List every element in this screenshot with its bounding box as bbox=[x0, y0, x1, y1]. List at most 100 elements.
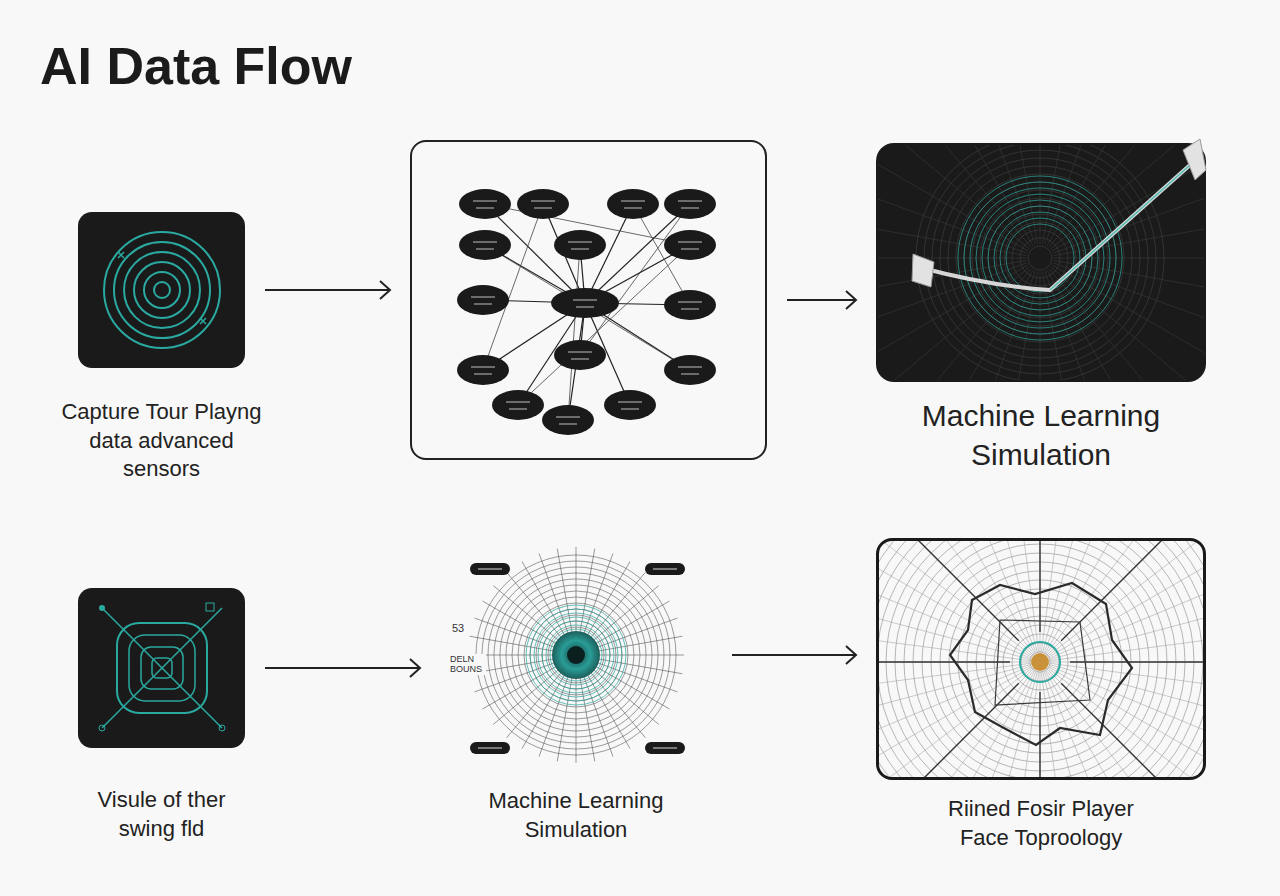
grid-spoke bbox=[1061, 683, 1203, 777]
graph-node-mark bbox=[573, 300, 597, 307]
grid-spoke bbox=[585, 618, 677, 652]
graph-node bbox=[664, 290, 716, 320]
core-center bbox=[567, 646, 585, 664]
grid-ring bbox=[970, 188, 1110, 328]
grid-spoke bbox=[1040, 541, 1041, 652]
graph-node-mark bbox=[506, 402, 530, 409]
grid-ring bbox=[940, 158, 1140, 358]
graph-node-mark bbox=[556, 417, 580, 424]
graph-node bbox=[554, 340, 606, 370]
grid-spoke bbox=[1049, 666, 1203, 754]
graph-node-mark bbox=[531, 201, 555, 208]
sensor-icon bbox=[104, 232, 220, 348]
grid-ring bbox=[530, 609, 622, 701]
grid-ring bbox=[124, 252, 200, 328]
graph-node bbox=[542, 405, 594, 435]
grid-spoke bbox=[1048, 541, 1203, 656]
icon-ground bbox=[78, 212, 245, 368]
figure-label: DELN BOUNS bbox=[448, 654, 486, 675]
grid-ring bbox=[958, 176, 1122, 340]
grid-spoke bbox=[1070, 661, 1203, 662]
grid-ring bbox=[932, 150, 1148, 366]
grid-spoke bbox=[948, 541, 1036, 653]
grid-spoke bbox=[475, 658, 567, 692]
grid-ring bbox=[144, 272, 180, 308]
flow-arrow bbox=[787, 299, 856, 301]
grid-spoke bbox=[1051, 267, 1193, 380]
grid-spoke bbox=[879, 663, 1030, 693]
node-caption: Capture Tour Playng data advanced sensor… bbox=[59, 398, 264, 484]
panel-ground bbox=[876, 143, 1206, 382]
grid-spoke bbox=[1061, 541, 1203, 641]
grid-ring bbox=[114, 242, 210, 338]
grid-spoke bbox=[585, 660, 670, 709]
graph-node bbox=[459, 189, 511, 219]
club-head bbox=[912, 254, 934, 287]
topology-inner bbox=[995, 620, 1090, 705]
network-box bbox=[410, 140, 767, 460]
grid-spoke bbox=[1045, 541, 1160, 653]
graph-node-mark bbox=[618, 402, 642, 409]
axis-dot bbox=[99, 725, 105, 731]
swing-icon-box: Visule of ther swing fld bbox=[78, 588, 245, 748]
grid-ring bbox=[104, 232, 220, 348]
face-topology bbox=[800, 422, 1280, 896]
core bbox=[552, 631, 600, 679]
grid-ring bbox=[550, 629, 602, 681]
graph-node bbox=[457, 355, 509, 385]
face-ring bbox=[1020, 642, 1060, 682]
grid-ring bbox=[879, 541, 1203, 777]
swing-icon bbox=[78, 588, 245, 748]
graph-node bbox=[664, 355, 716, 385]
radial-simulation bbox=[468, 547, 684, 763]
face-center bbox=[1031, 653, 1049, 671]
grid-spoke bbox=[1040, 145, 1041, 244]
grid-spoke bbox=[522, 664, 571, 749]
face-topology bbox=[879, 541, 1203, 777]
grid-ring bbox=[988, 206, 1092, 310]
tag-pill-mark bbox=[653, 747, 677, 748]
grid-ring bbox=[879, 541, 1203, 777]
simulation-panel: Machine Learning Simulation bbox=[876, 143, 1206, 382]
tag-pill-mark bbox=[478, 568, 502, 569]
grid-spoke bbox=[879, 541, 1033, 655]
graph-node-mark bbox=[678, 201, 702, 208]
grid-ring bbox=[879, 541, 1203, 777]
grid-spoke bbox=[1041, 672, 1071, 777]
grid-spoke bbox=[878, 190, 1027, 254]
grid-spoke bbox=[1054, 223, 1204, 255]
club-simulation bbox=[878, 145, 1204, 380]
sensor-marks bbox=[118, 252, 206, 324]
sensor-icon-box: Capture Tour Playng data advanced sensor… bbox=[78, 212, 245, 368]
grid-spoke bbox=[579, 664, 613, 756]
grid-spoke bbox=[576, 547, 577, 645]
grid-spoke bbox=[879, 631, 1030, 661]
grid-ring bbox=[542, 621, 610, 689]
flow-arrow bbox=[265, 289, 390, 291]
grid-spoke bbox=[1039, 541, 1040, 632]
tag-pill bbox=[470, 742, 510, 754]
diagram-title: AI Data Flow bbox=[40, 36, 352, 96]
grid-spoke bbox=[1049, 269, 1169, 380]
tag-pill bbox=[470, 563, 510, 575]
grid-spoke bbox=[978, 672, 1038, 777]
node-caption: Riined Fosir Player Face Toproology bbox=[921, 795, 1161, 852]
axis-mark bbox=[206, 603, 214, 611]
grid-spoke bbox=[879, 667, 1031, 777]
grid-spoke bbox=[1047, 541, 1203, 655]
graph-node-mark bbox=[568, 352, 592, 359]
axis-dot bbox=[219, 725, 225, 731]
grid-spoke bbox=[894, 670, 1034, 777]
grid-ring bbox=[546, 625, 606, 685]
graph-node-mark bbox=[678, 242, 702, 249]
grid-spoke bbox=[879, 683, 1019, 777]
grid-spoke bbox=[1039, 692, 1040, 777]
flow-arrow bbox=[732, 654, 856, 656]
grid-spoke bbox=[539, 554, 573, 646]
grid-spoke bbox=[978, 541, 1038, 652]
grid-ring bbox=[964, 182, 1116, 334]
tag-pill bbox=[645, 563, 685, 575]
graph-node bbox=[664, 230, 716, 260]
graph-node-mark bbox=[473, 242, 497, 249]
